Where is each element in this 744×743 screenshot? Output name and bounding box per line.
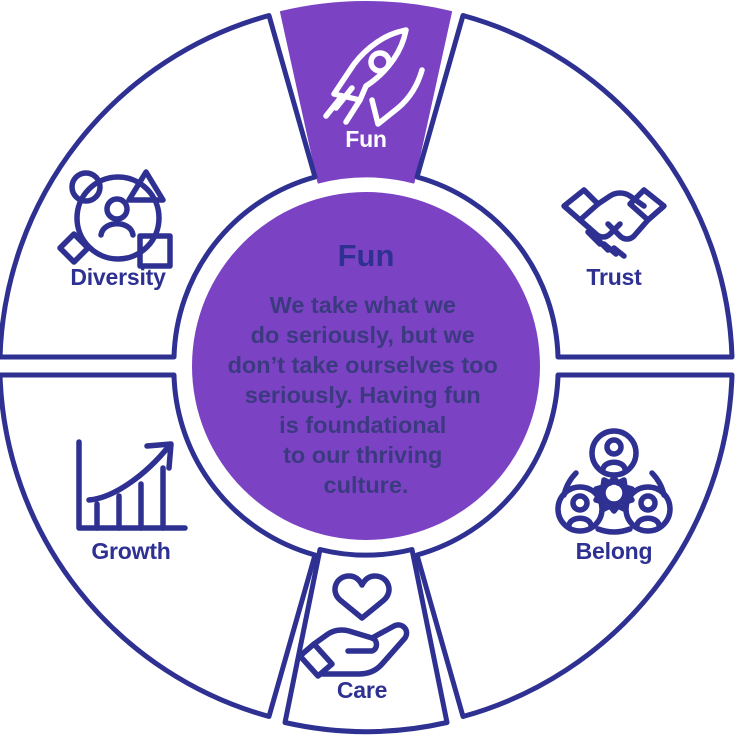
segment-belong[interactable]: Belong (414, 372, 735, 719)
center-line: do seriously, but we (251, 322, 475, 348)
center-disc-circle[interactable] (192, 192, 540, 540)
hand-heart-icon (297, 573, 410, 679)
segment-care[interactable]: Care (282, 547, 450, 735)
center-line: to our thriving (283, 442, 442, 468)
center-title: Fun (338, 238, 395, 273)
segment-trust-shape[interactable] (414, 13, 735, 360)
segment-growth[interactable]: Growth (0, 372, 318, 719)
segment-growth-label: Growth (91, 538, 170, 564)
center-description: We take what we do seriously, but we don… (228, 292, 505, 498)
segment-diversity[interactable]: Diversity (0, 13, 318, 360)
center-line: culture. (324, 472, 409, 498)
diversity-people-icon (57, 169, 173, 269)
segment-fun-label: Fun (345, 126, 387, 152)
segment-fun[interactable]: Fun (280, 1, 452, 184)
segment-trust[interactable]: Trust (414, 13, 735, 360)
growth-chart-icon (76, 439, 188, 531)
rocket-icon (323, 27, 425, 127)
center-disc[interactable]: Fun We take what we do seriously, but we… (192, 192, 540, 540)
segment-trust-label: Trust (586, 264, 642, 290)
segment-diversity-label: Diversity (70, 264, 166, 290)
center-line: is foundational (279, 412, 446, 438)
center-line: We take what we (270, 292, 456, 318)
segment-belong-label: Belong (576, 538, 653, 564)
center-line: seriously. Having fun (245, 382, 481, 408)
segment-care-label: Care (337, 677, 387, 703)
segment-belong-shape[interactable] (414, 372, 735, 719)
people-gear-icon (555, 428, 673, 535)
segment-care-shape[interactable] (282, 547, 450, 735)
center-line: don’t take ourselves too (228, 352, 498, 378)
handshake-icon (561, 187, 667, 259)
